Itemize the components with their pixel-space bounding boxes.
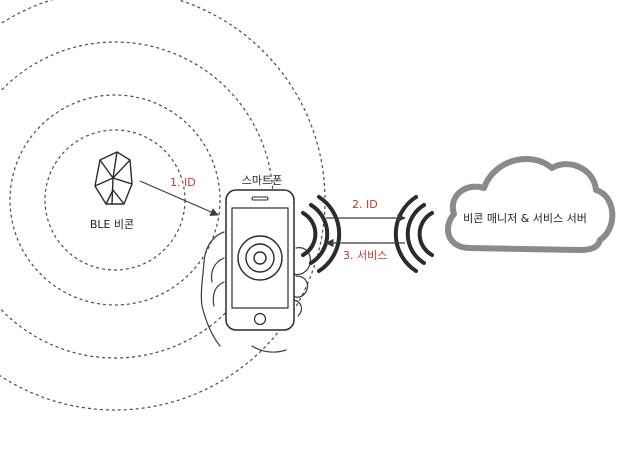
step2-label: 2. ID bbox=[352, 198, 378, 211]
phone-speaker bbox=[251, 196, 269, 201]
server-signal-waves bbox=[393, 195, 434, 273]
hand-illustration bbox=[200, 231, 311, 353]
server-label: 비콘 매니저 & 서비스 서버 bbox=[463, 212, 587, 225]
screen-target-mid bbox=[245, 243, 275, 273]
beacon-label: BLE 비콘 bbox=[90, 218, 134, 231]
step1-label: 1. ID bbox=[170, 176, 196, 189]
cloud-server-icon bbox=[444, 156, 616, 253]
flow-arrow-beacon-to-phone bbox=[139, 180, 219, 216]
phone-screen bbox=[231, 207, 289, 309]
phone-home-button bbox=[253, 312, 267, 326]
smartphone-icon bbox=[225, 189, 295, 331]
phone-signal-waves bbox=[301, 195, 342, 273]
step3-label: 3. 서비스 bbox=[343, 249, 387, 262]
screen-target-inner bbox=[253, 251, 267, 265]
signal-ring-2 bbox=[9, 94, 221, 306]
ble-beacon-icon bbox=[94, 151, 133, 205]
screen-target-outer bbox=[237, 235, 283, 281]
smartphone-label: 스마트폰 bbox=[242, 174, 282, 187]
